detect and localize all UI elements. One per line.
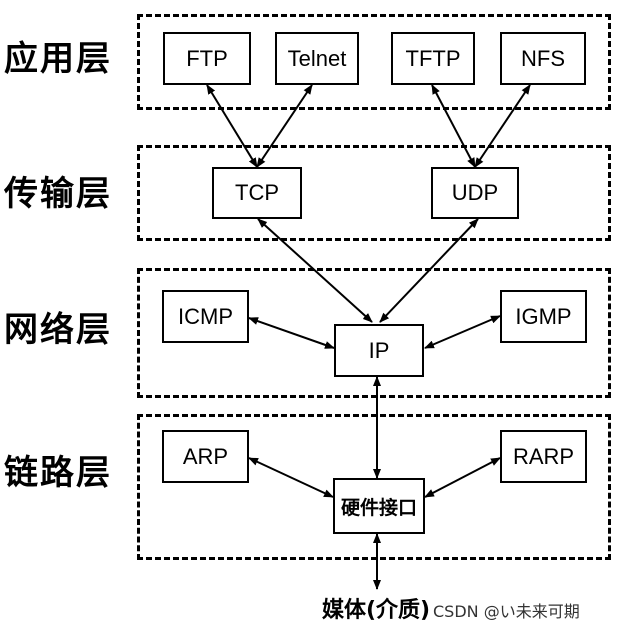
rarp-box: RARP <box>500 430 587 483</box>
ip-box: IP <box>334 324 424 377</box>
application-layer-label: 应用层 <box>4 39 112 79</box>
link-layer-label: 链路层 <box>4 453 112 493</box>
media-label: 媒体(介质) <box>322 598 431 623</box>
tcp-box: TCP <box>212 167 302 219</box>
tftp-box: TFTP <box>391 32 475 85</box>
arrow-tftp-udp <box>431 84 476 168</box>
igmp-box: IGMP <box>500 290 587 343</box>
arrow-icmp-ip <box>248 317 335 349</box>
icmp-box: ICMP <box>162 290 249 343</box>
arrow-telnet-tcp <box>256 84 313 168</box>
arrow-rarp-hardware <box>424 457 501 498</box>
arrow-arp-hardware <box>248 457 334 498</box>
arrow-igmp-ip <box>424 315 501 349</box>
arp-box: ARP <box>162 430 249 483</box>
watermark: CSDN @い未来可期 <box>433 602 580 621</box>
arrow-nfs-udp <box>474 84 531 168</box>
arrow-udp-ip <box>379 218 479 323</box>
udp-box: UDP <box>431 167 519 219</box>
arrow-ftp-tcp <box>206 84 258 168</box>
transport-layer-label: 传输层 <box>4 174 112 214</box>
telnet-box: Telnet <box>275 32 359 85</box>
network-layer-label: 网络层 <box>4 310 112 350</box>
nfs-box: NFS <box>500 32 586 85</box>
application-layer-box <box>137 14 611 110</box>
ftp-box: FTP <box>163 32 251 85</box>
arrow-tcp-ip <box>257 218 373 323</box>
hardware-interface-box: 硬件接口 <box>333 478 425 534</box>
transport-layer-box <box>137 145 611 241</box>
